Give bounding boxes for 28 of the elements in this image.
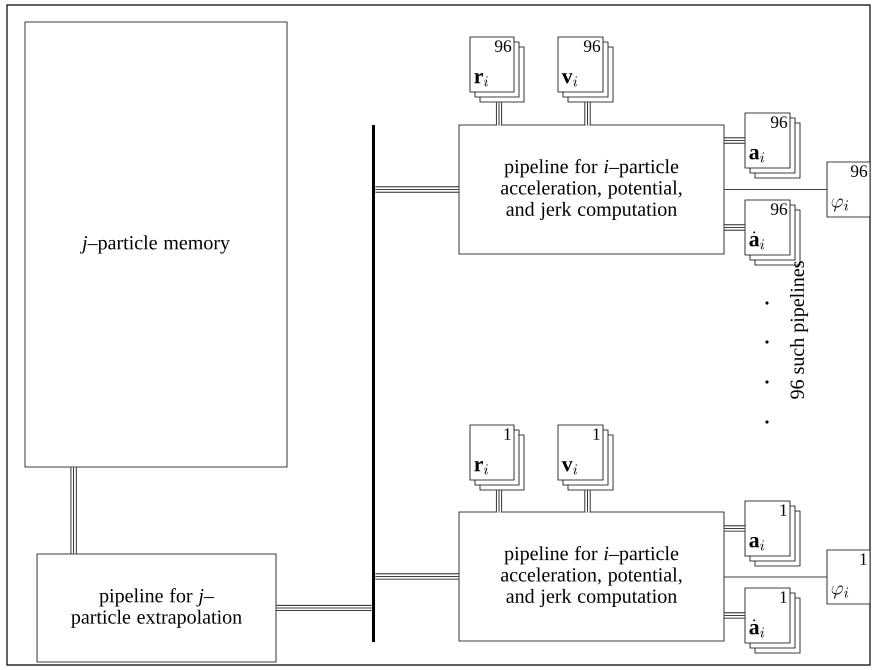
- bus-connector: [724, 612, 745, 619]
- process-box: j–particle memory: [24, 22, 288, 468]
- register-stack: $\dot{\mathbf{a}}_i$ 1: [744, 588, 800, 654]
- bus-connector: [724, 525, 745, 532]
- connector-line: [724, 189, 827, 190]
- register-box: $\varphi_i$ 1: [826, 550, 870, 604]
- register-stack: $\mathbf{r}_i$ 96: [470, 36, 524, 102]
- bus-bar: [372, 125, 375, 642]
- process-box: pipeline for j–particle extrapolation: [36, 554, 276, 662]
- register-stack: $\mathbf{r}_i$ 1: [470, 424, 524, 490]
- connector-line: [724, 576, 827, 578]
- register-stack: $\mathbf{a}_i$ 1: [744, 500, 800, 566]
- bus-connector: [375, 573, 459, 580]
- bus-connector: [496, 102, 502, 126]
- bus-connector: [375, 186, 459, 193]
- process-box: pipeline for i–particle acceleration, potential, and jerk computation: [458, 512, 724, 642]
- register-stack: $\mathbf{v}_i$ 96: [558, 36, 614, 102]
- bus-connector: [584, 490, 591, 513]
- bus-connector: [584, 102, 591, 126]
- bus-connector: [276, 604, 372, 612]
- bus-connector: [496, 490, 502, 513]
- process-box: pipeline for i–particle acceleration, potential, and jerk computation: [458, 124, 724, 254]
- register-stack: $\mathbf{v}_i$ 1: [558, 424, 614, 490]
- register-stack: $\mathbf{a}_i$ 96: [744, 112, 800, 178]
- bus-connector: [724, 224, 745, 231]
- register-box: $\varphi_i$ 96: [826, 162, 870, 218]
- bus-connector: [724, 137, 745, 144]
- bus-connector: [70, 467, 77, 554]
